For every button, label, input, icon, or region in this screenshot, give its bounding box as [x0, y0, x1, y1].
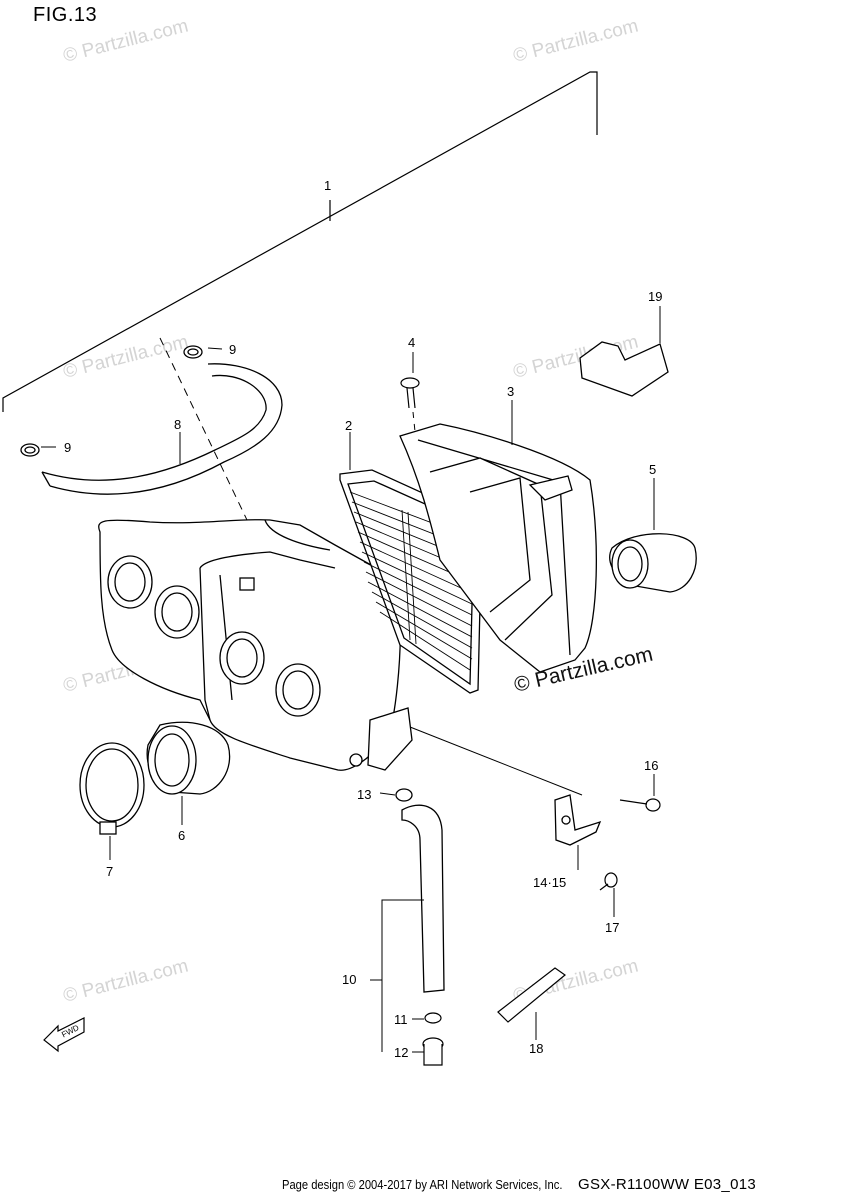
assembly-bracket-1 — [2, 71, 598, 412]
drain-plug-12 — [422, 1037, 444, 1066]
callout-leader-lines — [41, 306, 661, 1053]
forward-direction-arrow: FWD — [43, 1017, 85, 1053]
model-code: GSX-R1100WW E03_013 — [578, 1176, 757, 1193]
clip-11 — [424, 1012, 442, 1024]
bolt-17 — [599, 872, 618, 891]
callout-labels: 1 2 3 4 5 6 7 8 9 9 10 11 12 13 14·15 16… — [64, 178, 662, 1060]
watermark: © Partzilla.com — [61, 16, 190, 67]
watermark: © Partzilla.com — [61, 332, 190, 383]
callout-label: 19 — [648, 289, 662, 304]
outlet-funnel-5 — [609, 533, 697, 593]
callout-label: 7 — [106, 864, 113, 879]
callout-label: 14·15 — [533, 875, 566, 890]
callout-label: 1 — [324, 178, 331, 193]
drain-hose-10 — [395, 788, 445, 993]
intake-boot-6 — [146, 721, 231, 795]
assembly-guide-lines — [159, 337, 583, 796]
callout-label: 8 — [174, 417, 181, 432]
strap-18 — [497, 967, 566, 1023]
figure-title: FIG.13 — [33, 4, 98, 26]
watermark: © Partzilla.com — [61, 956, 190, 1007]
callout-label: 4 — [408, 335, 415, 350]
callout-label: 3 — [507, 384, 514, 399]
air-cleaner-cap-3 — [399, 423, 597, 673]
callout-label: 2 — [345, 418, 352, 433]
callout-label: 17 — [605, 920, 619, 935]
callout-label: 9 — [229, 342, 236, 357]
callout-label: 5 — [649, 462, 656, 477]
mounting-bracket-14-15 — [554, 794, 602, 846]
callout-label: 10 — [342, 972, 356, 987]
callout-label: 16 — [644, 758, 658, 773]
callout-label: 13 — [357, 787, 371, 802]
breather-hose-8 — [41, 363, 283, 495]
footer-credit: Page design © 2004-2017 by ARI Network S… — [282, 1177, 563, 1192]
bolt-16 — [619, 798, 661, 812]
air-cleaner-case — [98, 519, 413, 771]
callout-label: 12 — [394, 1045, 408, 1060]
boot-clamp-7 — [79, 742, 145, 835]
watermark: © Partzilla.com — [511, 16, 640, 67]
screw-4 — [400, 377, 420, 409]
hose-clamp-9 — [20, 345, 203, 457]
callout-label: 11 — [394, 1012, 408, 1027]
callout-label: 18 — [529, 1041, 543, 1056]
bracket-19 — [579, 341, 669, 397]
callout-label: 6 — [178, 828, 185, 843]
callout-label: 9 — [64, 440, 71, 455]
